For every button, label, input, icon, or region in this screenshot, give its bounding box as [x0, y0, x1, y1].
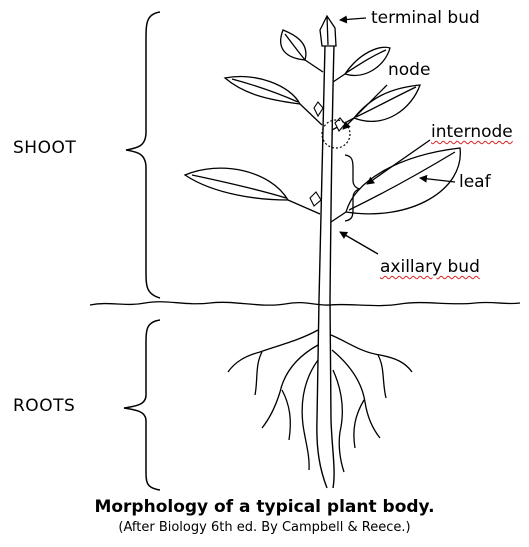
petiole-upper-right — [333, 74, 345, 82]
label-internode: internode — [431, 124, 513, 141]
label-roots: ROOTS — [13, 398, 75, 415]
caption-source: (After Biology 6th ed. By Campbell & Ree… — [0, 520, 529, 535]
leaf-upper-left — [281, 30, 306, 60]
axillary-bud-1 — [314, 102, 323, 116]
label-shoot: SHOOT — [13, 140, 76, 157]
petiole-lower-right — [331, 212, 346, 222]
caption-title: Morphology of a typical plant body. — [0, 497, 529, 517]
leaf-lower-left — [185, 168, 288, 200]
petiole-upper-left — [305, 60, 323, 72]
ground-line — [90, 302, 520, 306]
leaf-upper-right — [345, 47, 390, 75]
label-axillary-bud: axillary bud — [380, 259, 480, 276]
leaf-mid-left — [225, 77, 300, 104]
axillary-bud-arrow — [340, 232, 378, 254]
leaf-mid-right — [354, 85, 420, 121]
shoot-brace — [126, 12, 160, 298]
terminal-bud-arrow — [340, 18, 366, 20]
axillary-bud-3 — [310, 192, 321, 206]
root-system — [228, 330, 412, 472]
terminal-bud — [320, 16, 336, 46]
roots-brace — [124, 320, 160, 490]
label-terminal-bud: terminal bud — [371, 10, 480, 27]
label-leaf: leaf — [459, 174, 491, 191]
label-node: node — [388, 62, 430, 79]
